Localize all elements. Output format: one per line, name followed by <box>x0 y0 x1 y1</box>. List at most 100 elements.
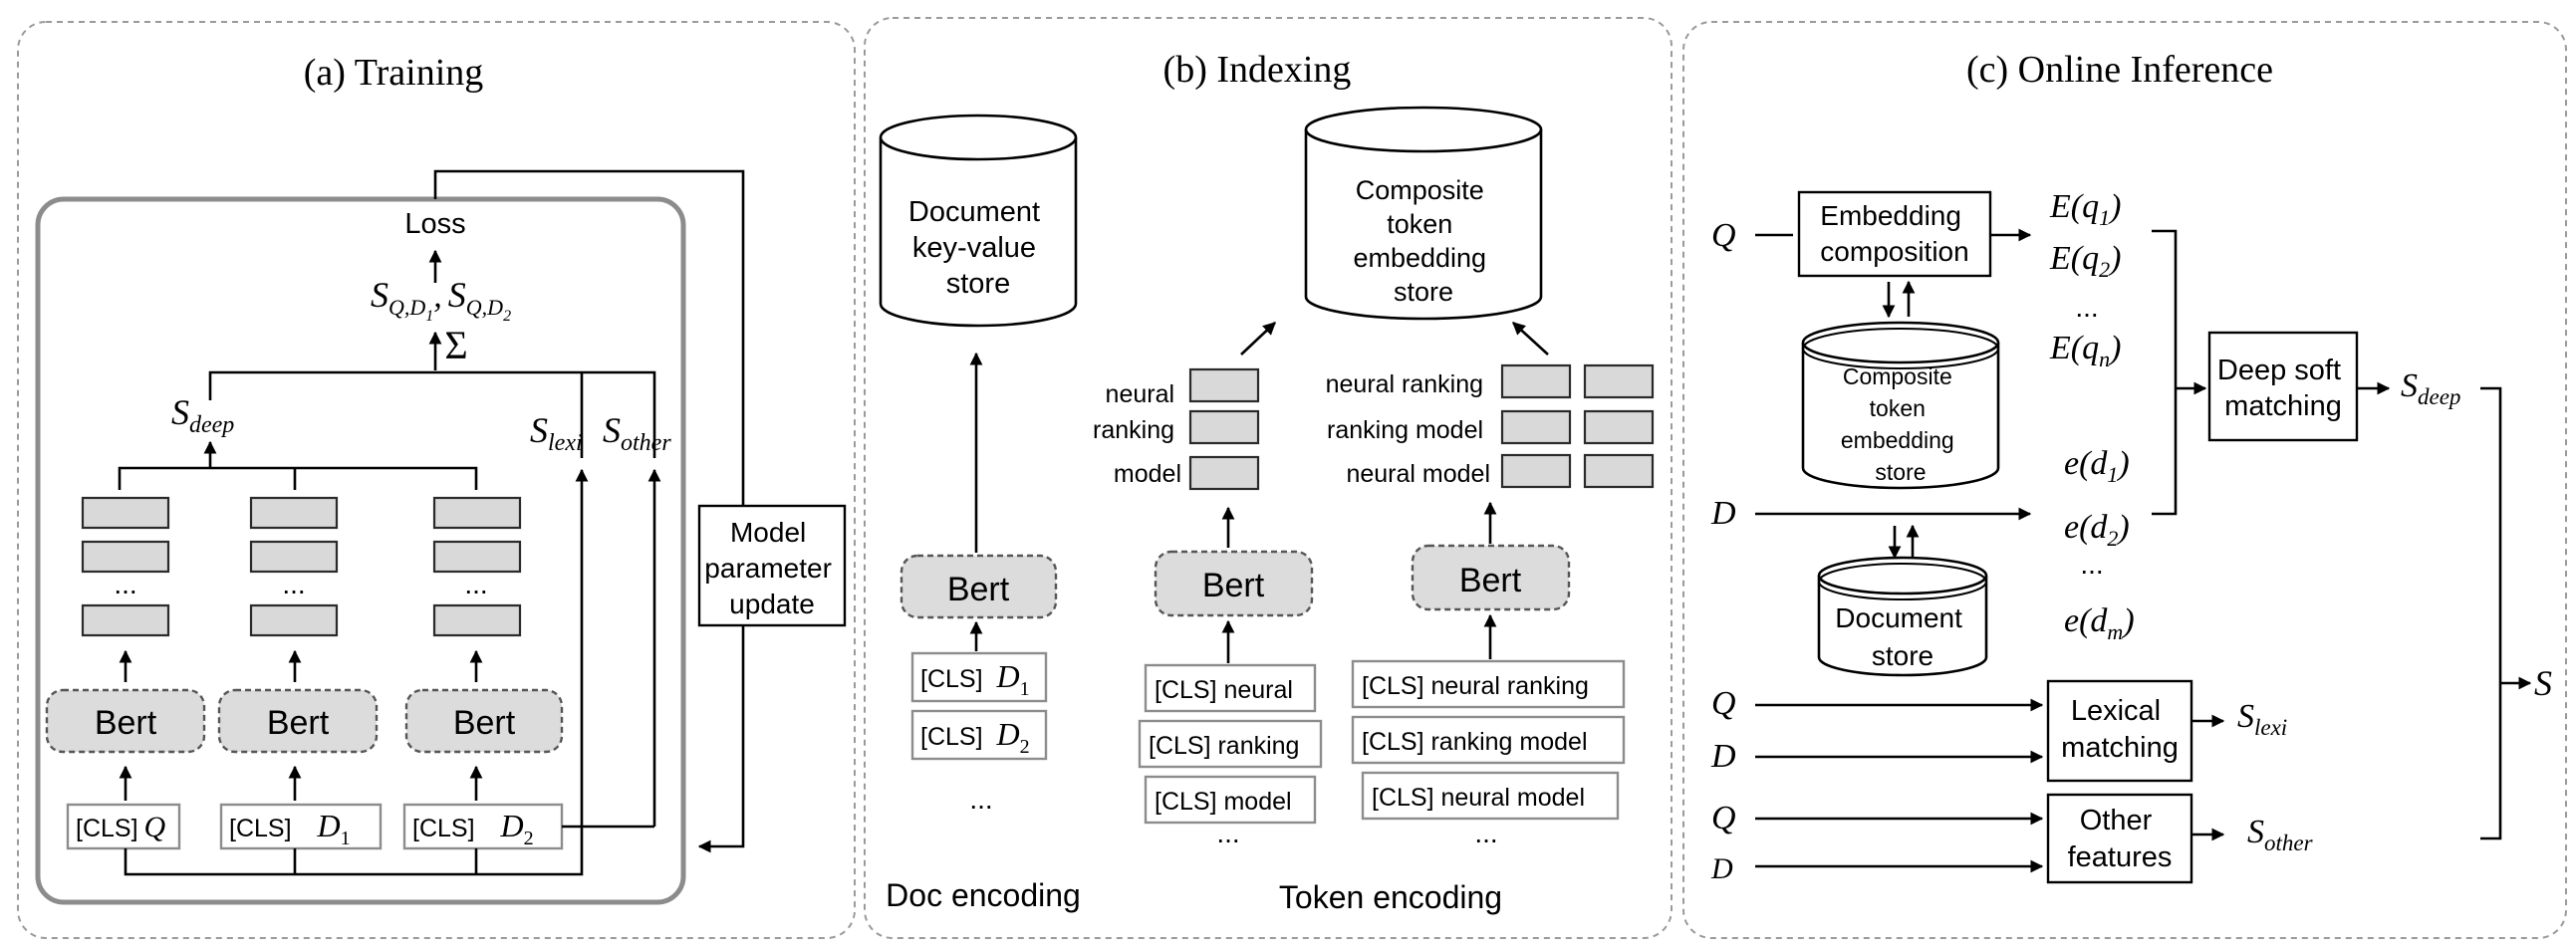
training-model-frame <box>35 196 686 905</box>
bert-encoder <box>404 688 564 754</box>
token-embedding-cell <box>1188 367 1260 403</box>
cls-input-q <box>66 803 181 850</box>
embedding-bracket <box>2152 229 2178 516</box>
composite-token-store-label: Composite token embedding store <box>1841 363 1960 485</box>
token-input-right-text: [CLS] ranking model <box>1362 728 1588 756</box>
token-bert-encoder-mid <box>1154 550 1314 617</box>
model-update-text: Model parameter update <box>704 517 839 619</box>
loss-label: Loss <box>404 208 465 240</box>
token-embedding-cell <box>1500 453 1572 489</box>
deep-soft-matching-box <box>2207 331 2359 442</box>
composite-token-store: Composite token embedding store <box>1304 106 1543 321</box>
token-embedding-cell <box>1188 455 1260 491</box>
cylinder-top <box>1304 106 1543 153</box>
model-update-box <box>697 504 847 627</box>
inference-panel: (c) Online Inference Q Embedding composi… <box>1682 21 2567 939</box>
embedding-cell <box>432 496 522 530</box>
bert-label: Bert <box>1459 562 1522 599</box>
token-embedding-cell <box>1583 409 1655 445</box>
indexing-title: (b) Indexing <box>1163 49 1352 91</box>
document-store: Document store <box>1817 556 1988 677</box>
ellipsis: ... <box>114 569 136 599</box>
token-input-mid <box>1144 663 1317 713</box>
ellipsis: ... <box>282 569 305 599</box>
s-deep-label: Sdeep <box>171 392 234 438</box>
query-label: Q <box>1711 217 1736 254</box>
training-column-d1: ... Bert [CLS]D1 <box>217 496 383 850</box>
token-embedding-cell <box>1583 453 1655 489</box>
eqn-label: E(qn) <box>2049 330 2121 371</box>
document-store-label: Document store <box>1835 602 1969 671</box>
token-input-right-text: [CLS] neural model <box>1372 784 1585 812</box>
token-input-right-text: [CLS] neural ranking <box>1362 672 1589 700</box>
embedding-cell <box>249 603 339 637</box>
right-token-labels: neural ranking ranking model neural mode… <box>1326 370 1490 488</box>
token-input-right <box>1361 771 1620 821</box>
token-input-right <box>1351 659 1626 709</box>
document-kv-store-label: Document key-value store <box>908 196 1048 300</box>
deep-soft-matching-text: Deep soft matching <box>2217 355 2349 422</box>
ed-ellipsis: ... <box>2080 549 2103 580</box>
s-deep-label: Sdeep <box>2401 367 2460 409</box>
inference-title: (c) Online Inference <box>1966 49 2273 91</box>
s-other-label: Sother <box>2247 814 2314 855</box>
cls-input-doc-d2 <box>910 709 1048 761</box>
indexing-panel: (b) Indexing Document key-value store Be… <box>864 17 1673 939</box>
bert-label: Bert <box>267 704 330 742</box>
bert-encoder <box>217 688 379 754</box>
cls-input-d1 <box>219 803 383 850</box>
training-title: (a) Training <box>304 52 484 94</box>
cls-input-doc-d2-text: [CLS]D2 <box>920 716 1030 758</box>
training-panel-border <box>17 21 856 939</box>
ed1-label: e(d1) <box>2064 445 2130 487</box>
final-score-label: S <box>2534 663 2552 703</box>
mid-token-labels: neural ranking model <box>1093 380 1181 488</box>
other-doc-label: D <box>1710 852 1733 885</box>
arrow-mid-to-token-store <box>1240 322 1276 356</box>
token-ellipsis: ... <box>1474 818 1497 848</box>
training-column-d2: ... Bert [CLS]D2 <box>402 496 564 850</box>
bert-label: Bert <box>95 704 157 742</box>
cls-input-d1-text: [CLS]D1 <box>229 808 351 849</box>
embedding-cell <box>249 540 339 574</box>
embedding-cell <box>81 496 170 530</box>
cylinder-rim <box>1818 563 1987 600</box>
bert-label: Bert <box>1202 567 1265 604</box>
token-input-mid <box>1144 775 1317 825</box>
token-input-right <box>1351 715 1626 765</box>
bert-encoder <box>45 688 206 754</box>
indexing-panel-border <box>864 17 1673 939</box>
embedding-cell <box>249 496 339 530</box>
token-ellipsis: ... <box>1216 818 1239 848</box>
composite-token-store: Composite token embedding store <box>1801 321 2000 490</box>
deep-merge-bracket <box>118 466 478 490</box>
cylinder-top <box>879 114 1078 161</box>
arrow-right-to-token-store <box>1512 322 1549 356</box>
lexical-matching-box <box>2046 679 2193 783</box>
token-embedding-cell <box>1188 409 1260 445</box>
embedding-cell <box>432 540 522 574</box>
sum-symbol: Σ <box>444 323 467 367</box>
ellipsis: ... <box>464 569 487 599</box>
score-merge-bracket <box>208 370 656 458</box>
bottom-bus <box>124 827 584 876</box>
final-bracket <box>2480 386 2502 840</box>
embedding-cell <box>81 603 170 637</box>
cylinder-body <box>879 137 1078 328</box>
token-embedding-cell <box>1500 363 1572 399</box>
composite-token-store-label: Composite token embedding store <box>1353 175 1493 307</box>
other-features-text: Other features <box>2068 805 2173 873</box>
token-input-mid-text: [CLS] ranking <box>1149 732 1299 760</box>
embedding-composition-text: Embedding composition <box>1820 200 1968 267</box>
cls-input-doc-d1-text: [CLS]D1 <box>920 658 1030 700</box>
feedback-arrow-bottom <box>697 625 745 853</box>
cylinder-body <box>1304 129 1543 321</box>
lexical-matching-text: Lexical matching <box>2061 695 2179 764</box>
cylinder-rim <box>1802 328 1999 369</box>
s-lexi-label: Slexi <box>530 410 583 456</box>
lexical-doc-label: D <box>1710 738 1736 775</box>
token-input-mid-text: [CLS] neural <box>1155 676 1293 704</box>
cylinder-top <box>1801 321 2000 364</box>
cylinder-body <box>1817 576 1988 677</box>
